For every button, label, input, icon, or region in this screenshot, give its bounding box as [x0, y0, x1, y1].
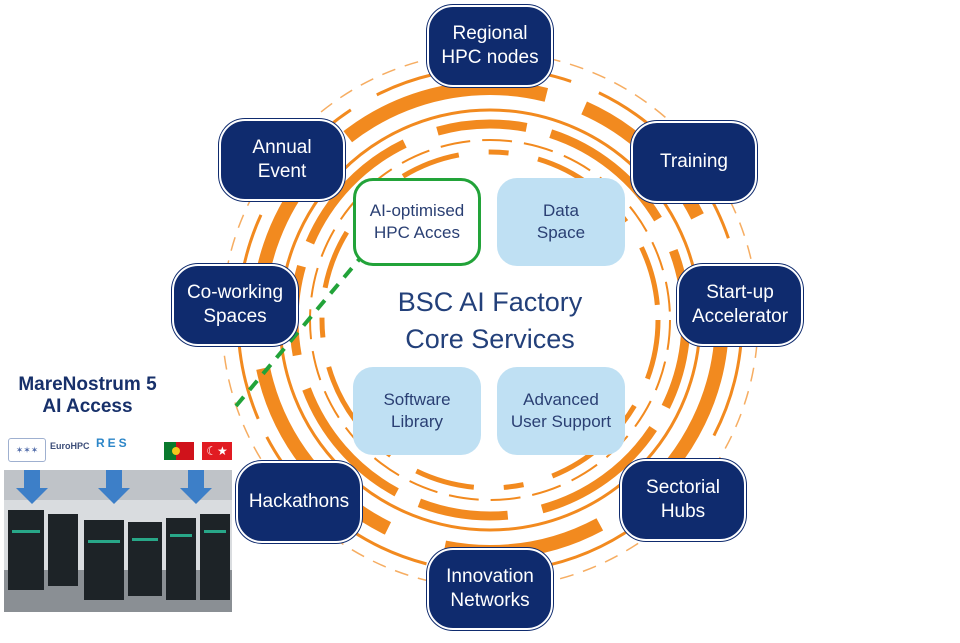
turkey-flag-icon: ☾★	[202, 442, 232, 460]
down-arrow-icons	[16, 470, 212, 504]
res-logo: RES	[96, 436, 130, 450]
sectorial-hubs-node: Sectorial Hubs	[620, 459, 746, 541]
software-library-box: Software Library	[353, 367, 481, 455]
selection-connector-line	[234, 254, 364, 408]
supercomputer-room-photo	[4, 470, 232, 612]
data-space-box: Data Space	[497, 178, 625, 266]
startup-accelerator-node: Start-up Accelerator	[677, 264, 803, 346]
hackathons-node: Hackathons	[236, 461, 362, 543]
center-title: BSC AI Factory Core Services	[397, 287, 583, 354]
annual-event-node: Annual Event	[219, 119, 345, 201]
partner-logos: ✶✶✶ EuroHPC RES ☾★	[4, 436, 232, 464]
ai-optimised-hpc-access-box: AI-optimised HPC Acces	[353, 178, 481, 266]
portugal-flag-icon	[164, 442, 194, 460]
eurohpc-logo: EuroHPC	[50, 441, 90, 451]
co-working-spaces-node: Co-working Spaces	[172, 264, 298, 346]
marenostrum-title: MareNostrum 5 AI Access	[18, 374, 157, 417]
advanced-user-support-box: Advanced User Support	[497, 367, 625, 455]
eu-stars-logo-icon: ✶✶✶	[8, 438, 46, 462]
training-node: Training	[631, 121, 757, 203]
innovation-networks-node: Innovation Networks	[427, 548, 553, 630]
regional-hpc-nodes-node: Regional HPC nodes	[427, 5, 553, 87]
